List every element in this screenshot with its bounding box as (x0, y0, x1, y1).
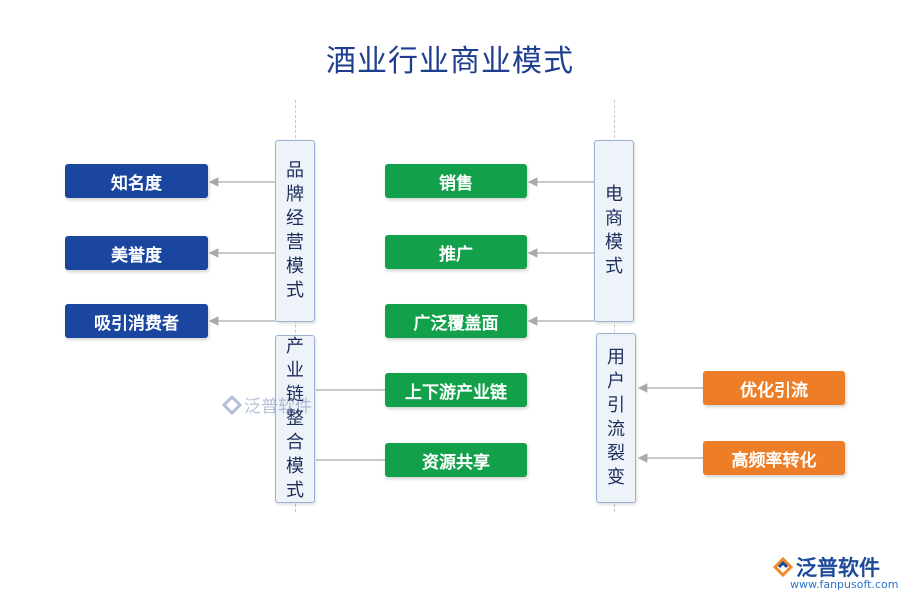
logo-url: www.fanpusoft.com (790, 578, 899, 591)
traffic-item-optimize: 优化引流 (703, 371, 845, 405)
watermark-center: 泛普软件 (220, 392, 312, 417)
ecommerce-mode-box: 电商模式 (594, 140, 634, 322)
traffic-mode-box: 用户引流裂变 (596, 333, 636, 503)
chain-item-resource-sharing: 资源共享 (385, 443, 527, 477)
watermark-center-name: 泛普软件 (244, 397, 312, 417)
brand-mode-box: 品牌经营模式 (275, 140, 315, 322)
chain-mode-box: 产业链整合模式 (275, 335, 315, 503)
brand-item-attract-consumers: 吸引消费者 (65, 304, 208, 338)
chain-mode-label: 产业链整合模式 (286, 336, 304, 501)
brand-logo: 泛普软件 (770, 552, 880, 582)
brand-mode-label: 品牌经营模式 (286, 160, 304, 301)
fanpu-logo-icon (221, 394, 243, 415)
logo-name: 泛普软件 (796, 556, 880, 580)
ecommerce-item-promotion: 推广 (385, 235, 527, 269)
ecommerce-mode-label: 电商模式 (605, 184, 623, 277)
page-title: 酒业行业商业模式 (326, 44, 574, 79)
traffic-item-high-conversion: 高频率转化 (703, 441, 845, 475)
traffic-mode-label: 用户引流裂变 (607, 347, 625, 488)
ecommerce-item-sales: 销售 (385, 164, 527, 198)
chain-item-upstream-downstream: 上下游产业链 (385, 373, 527, 407)
ecommerce-item-coverage: 广泛覆盖面 (385, 304, 527, 338)
fanpu-logo-icon (772, 556, 794, 578)
brand-item-reputation: 美誉度 (65, 236, 208, 270)
brand-item-awareness: 知名度 (65, 164, 208, 198)
